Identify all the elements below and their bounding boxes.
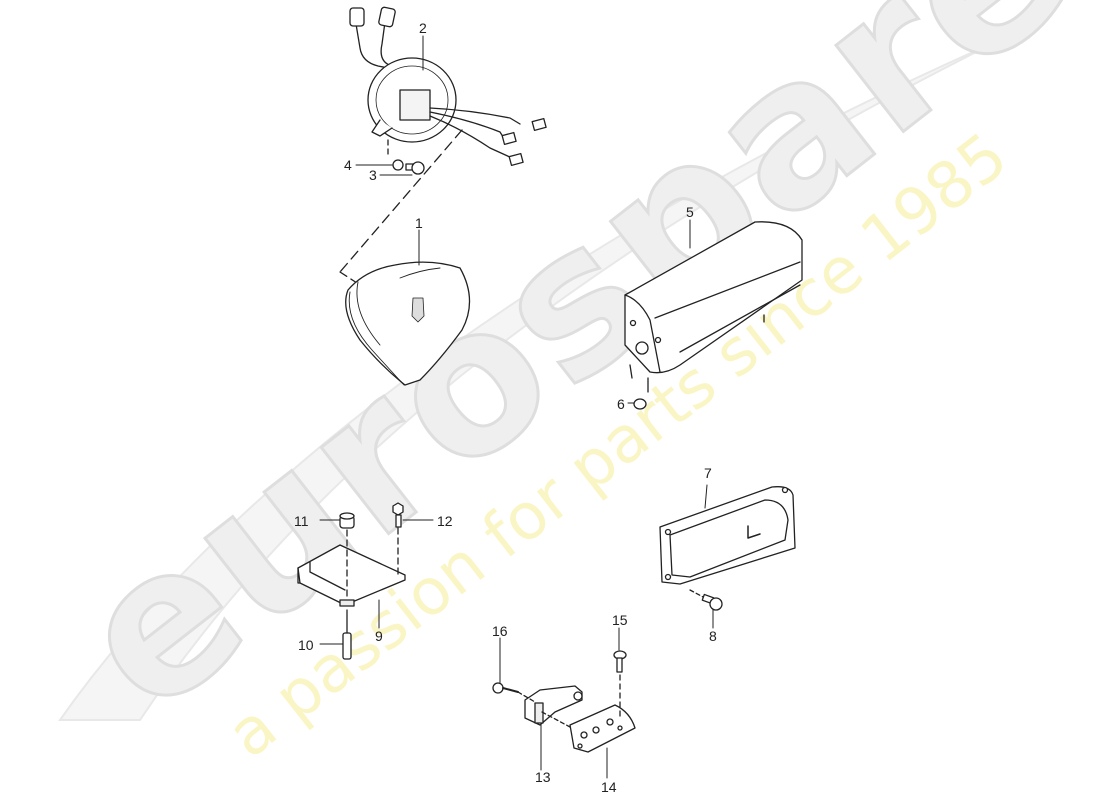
callout-15[interactable]: 15 xyxy=(612,612,628,628)
callout-16[interactable]: 16 xyxy=(492,623,508,639)
callout-5[interactable]: 5 xyxy=(686,204,694,220)
clock-spring-part xyxy=(339,6,547,273)
callout-8[interactable]: 8 xyxy=(709,628,717,644)
passenger-airbag-part xyxy=(624,221,803,393)
watermark-brand-text: eurospares xyxy=(36,0,1100,758)
callout-10[interactable]: 10 xyxy=(298,637,314,653)
screw-part xyxy=(405,161,425,175)
nut-part-11 xyxy=(339,512,355,529)
callout-12[interactable]: 12 xyxy=(437,513,453,529)
nut-part xyxy=(633,398,647,410)
steering-airbag-part xyxy=(339,261,471,386)
callout-7[interactable]: 7 xyxy=(704,465,712,481)
callout-13[interactable]: 13 xyxy=(535,769,551,785)
callout-11[interactable]: 11 xyxy=(294,513,309,529)
washer-part xyxy=(392,159,404,171)
bolt-part-8 xyxy=(689,589,723,611)
callout-1[interactable]: 1 xyxy=(415,215,423,231)
side-airbag-part xyxy=(659,486,796,585)
callout-14[interactable]: 14 xyxy=(601,779,617,795)
callout-2[interactable]: 2 xyxy=(419,20,427,36)
screw-part-15 xyxy=(613,650,627,721)
watermark-swoosh xyxy=(58,39,1001,721)
bolt-part-12 xyxy=(392,502,404,576)
bracket-part xyxy=(569,704,636,753)
bolt-part-16 xyxy=(492,682,536,703)
stud-part-10 xyxy=(342,529,352,660)
callout-3[interactable]: 3 xyxy=(369,167,377,183)
callout-9[interactable]: 9 xyxy=(375,628,383,644)
watermark-brand: eurospares xyxy=(35,0,1100,759)
sensor-part xyxy=(524,685,583,728)
callout-4[interactable]: 4 xyxy=(344,157,352,173)
control-unit-part xyxy=(297,544,406,607)
callout-6[interactable]: 6 xyxy=(617,396,625,412)
leader-lines xyxy=(319,35,714,779)
